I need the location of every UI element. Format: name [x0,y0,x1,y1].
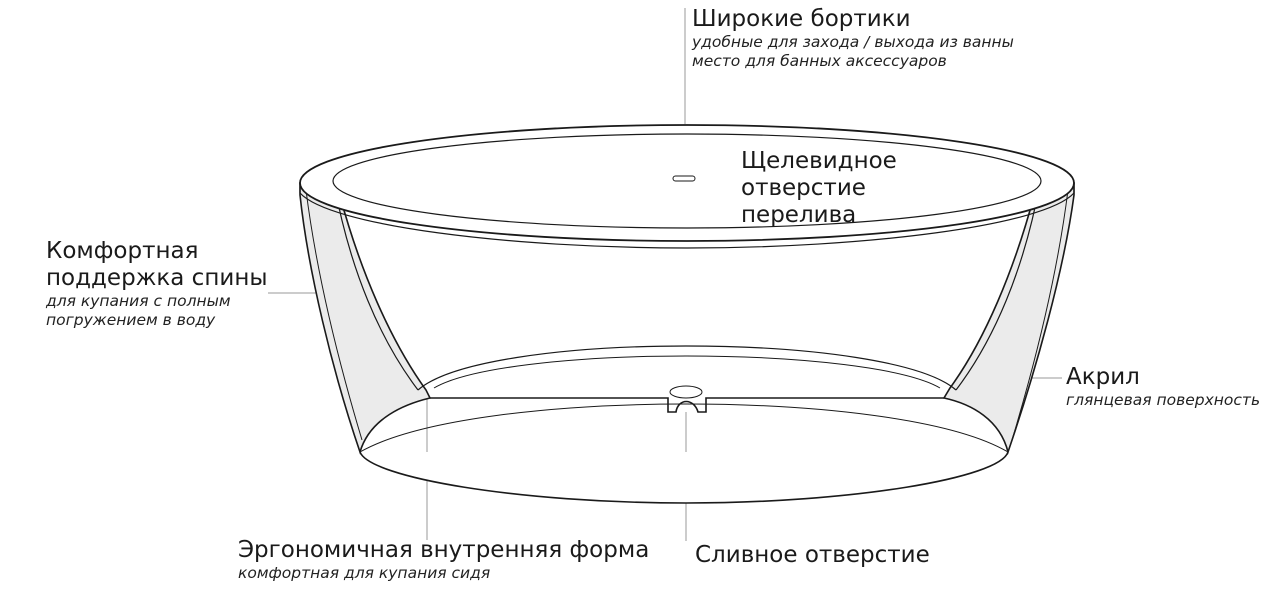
wide-rims-title: Широкие бортики [692,6,1014,33]
inner-floor-rim [418,346,956,390]
overflow-title-2: отверстие [741,175,897,202]
back-support-title-2: поддержка спины [46,265,268,292]
label-drain: Сливное отверстие [695,542,930,569]
drain-hole [670,386,702,398]
tub-base-top [360,404,1008,452]
back-support-sub-2: погружением в воду [46,311,268,330]
inner-floor [430,398,944,412]
overflow-title-3: перелива [741,202,897,229]
drain-title: Сливное отверстие [695,542,930,569]
wide-rims-sub-2: место для банных аксессуаров [692,52,1014,71]
acrylic-title: Акрил [1066,364,1260,391]
acrylic-sub: глянцевая поверхность [1066,391,1260,410]
inner-floor-rim-2 [434,356,940,388]
back-support-title-1: Комфортная [46,238,268,265]
label-wide-rims: Широкие бортики удобные для захода / вых… [692,6,1014,71]
label-back-support: Комфортная поддержка спины для купания с… [46,238,268,330]
overflow-slot [673,176,695,181]
label-overflow: Щелевидное отверстие перелива [741,148,897,229]
ergonomic-title: Эргономичная внутренняя форма [238,537,649,564]
overflow-title-1: Щелевидное [741,148,897,175]
label-acrylic: Акрил глянцевая поверхность [1066,364,1260,410]
tub-base [360,452,1008,503]
ergonomic-sub: комфортная для купания сидя [238,564,649,583]
back-support-sub-1: для купания с полным [46,292,268,311]
label-ergonomic: Эргономичная внутренняя форма комфортная… [238,537,649,583]
wide-rims-sub-1: удобные для захода / выхода из ванны [692,33,1014,52]
